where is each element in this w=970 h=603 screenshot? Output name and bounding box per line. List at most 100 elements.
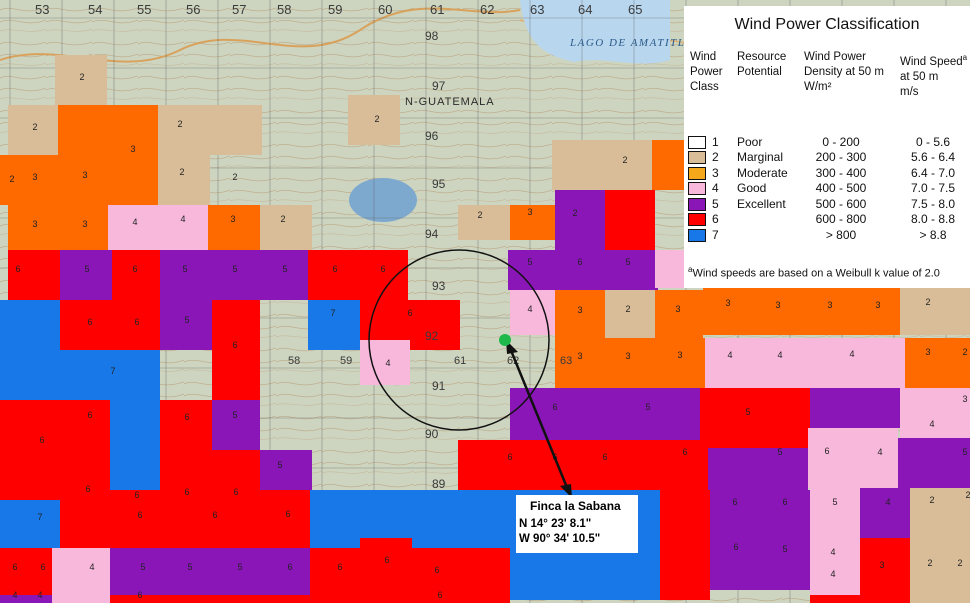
wind-class-cell [0, 400, 110, 450]
cell-class-label: 5 [182, 264, 187, 274]
wind-class-cell [8, 205, 108, 255]
cell-class-label: 2 [177, 119, 182, 129]
wind-class-cell [810, 388, 900, 428]
cell-class-label: 2 [232, 172, 237, 182]
wind-class-cell [212, 300, 260, 350]
legend-class-number: 3 [712, 166, 719, 180]
wind-class-cell [900, 388, 970, 438]
wind-class-cell [160, 300, 212, 350]
wind-class-cell [160, 400, 212, 450]
wind-class-cell [60, 250, 112, 300]
cell-class-label: 4 [132, 217, 137, 227]
inner-tick-label: 63 [560, 355, 572, 367]
legend-wind-speed: > 8.8 [919, 228, 947, 242]
wind-class-cell [510, 205, 555, 240]
wind-class-cell [55, 55, 107, 105]
cell-class-label: 5 [277, 460, 282, 470]
wind-class-cell [60, 300, 160, 350]
cell-class-label: 2 [374, 114, 379, 124]
top-tick-label: 54 [88, 2, 102, 17]
cell-class-label: 5 [187, 562, 192, 572]
legend-swatch [688, 229, 706, 242]
inner-tick-label: 58 [288, 355, 300, 367]
right-tick-label: 95 [432, 177, 446, 191]
cell-class-label: 5 [962, 447, 967, 457]
cell-class-label: 6 [434, 565, 439, 575]
cell-class-label: 2 [965, 490, 970, 500]
wind-class-cell [308, 300, 360, 350]
cell-class-label: 5 [625, 257, 630, 267]
site-callout: Finca la Sabana N 14° 23' 8.1" W 90° 34'… [516, 495, 638, 553]
top-tick-label: 53 [35, 2, 49, 17]
wind-class-cell [212, 350, 260, 400]
cell-class-label: 5 [777, 447, 782, 457]
wind-class-cell [208, 205, 260, 255]
cell-class-label: 6 [682, 447, 687, 457]
wind-class-cell [0, 548, 52, 603]
cell-class-label: 3 [775, 300, 780, 310]
right-tick-label: 98 [425, 29, 439, 43]
inner-tick-label: 59 [340, 355, 352, 367]
cell-class-label: 6 [232, 340, 237, 350]
legend-swatch [688, 213, 706, 226]
wind-class-cell [605, 290, 655, 338]
legend-row-class-7: 7> 800> 8.8 [684, 228, 970, 243]
place-label: LAGO DE AMATITLAN [569, 37, 702, 49]
legend-footnote: aWind speeds are based on a Weibull k va… [688, 265, 940, 280]
legend-resource-potential: Moderate [737, 166, 788, 180]
cell-class-label: 2 [79, 72, 84, 82]
cell-class-label: 2 [179, 167, 184, 177]
cell-class-label: 6 [287, 562, 292, 572]
cell-class-label: 5 [645, 402, 650, 412]
site-name: Finca la Sabana [530, 499, 621, 513]
wind-class-cell [60, 490, 310, 548]
cell-class-label: 2 [9, 174, 14, 184]
cell-class-label: 4 [89, 562, 94, 572]
cell-class-label: 3 [130, 144, 135, 154]
legend-header-density: Wind Power Density at 50 m W/m² [804, 50, 884, 95]
legend-power-density: 500 - 600 [815, 197, 867, 211]
cell-class-label: 4 [777, 350, 782, 360]
wind-class-cell [708, 448, 808, 498]
legend-header-class: Wind Power Class [690, 50, 723, 95]
cell-class-label: 4 [727, 350, 732, 360]
cell-class-label: 3 [677, 350, 682, 360]
legend-class-number: 6 [712, 212, 719, 226]
wind-class-cell [910, 538, 970, 603]
wind-class-cell [0, 300, 60, 350]
top-tick-label: 55 [137, 2, 151, 17]
cell-class-label: 4 [527, 304, 532, 314]
cell-class-label: 6 [384, 555, 389, 565]
wind-class-cell [900, 288, 970, 335]
cell-class-label: 5 [745, 407, 750, 417]
wind-class-cell [310, 548, 360, 603]
cell-class-label: 4 [849, 349, 854, 359]
wind-class-cell [555, 190, 605, 250]
cell-class-label: 4 [929, 419, 934, 429]
right-tick-label: 91 [432, 379, 446, 393]
cell-class-label: 4 [830, 569, 835, 579]
legend-wind-speed: 5.6 - 6.4 [910, 150, 956, 164]
legend-power-density: > 800 [825, 228, 857, 242]
lake-amatitlan [520, 0, 670, 64]
wind-class-cell [705, 338, 905, 388]
wind-class-cell [260, 205, 312, 255]
site-marker[interactable] [499, 334, 511, 346]
wind-class-cells [0, 55, 970, 603]
top-tick-label: 60 [378, 2, 392, 17]
wind-class-cell [8, 250, 60, 300]
cell-class-label: 7 [110, 366, 115, 376]
wind-class-cell [808, 428, 898, 488]
legend-wind-speed: 7.0 - 7.5 [910, 181, 956, 195]
cell-class-label: 6 [285, 509, 290, 519]
cell-class-label: 6 [407, 308, 412, 318]
cell-class-label: 3 [925, 347, 930, 357]
wind-class-cell [510, 388, 700, 448]
wind-class-cell [160, 250, 308, 300]
study-radius-circle [368, 249, 550, 431]
cell-class-label: 6 [184, 412, 189, 422]
legend-resource-potential: Marginal [737, 150, 784, 164]
